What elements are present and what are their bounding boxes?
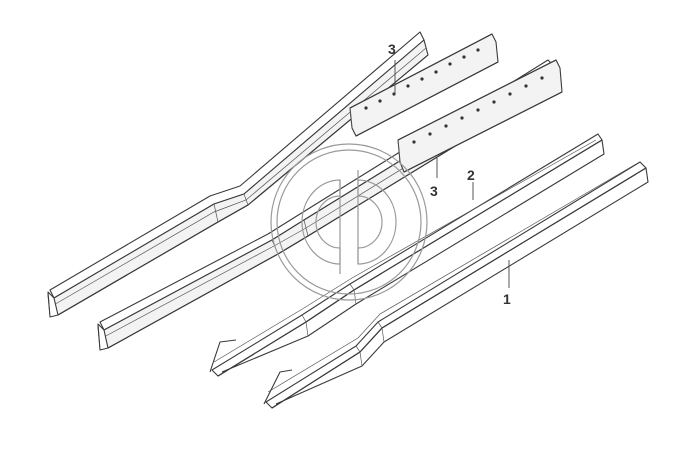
callout-1-group: 1	[503, 260, 511, 307]
callout-2: 2	[467, 167, 475, 183]
callout-2-group: 2	[467, 167, 475, 200]
front-frame-rail	[263, 161, 649, 409]
reinforcement-plate-top	[349, 33, 499, 137]
callout-1: 1	[503, 291, 511, 307]
callout-3-mid: 3	[430, 183, 438, 199]
callout-3-top-group: 3	[388, 41, 396, 94]
frame-rail-outer-left	[47, 31, 429, 318]
inner-frame-rail	[209, 133, 605, 377]
reinforcement-plate-mid	[397, 59, 563, 173]
callout-3-top: 3	[388, 41, 396, 57]
callout-3-mid-group: 3	[430, 158, 438, 199]
circular-logo-watermark	[270, 143, 428, 301]
